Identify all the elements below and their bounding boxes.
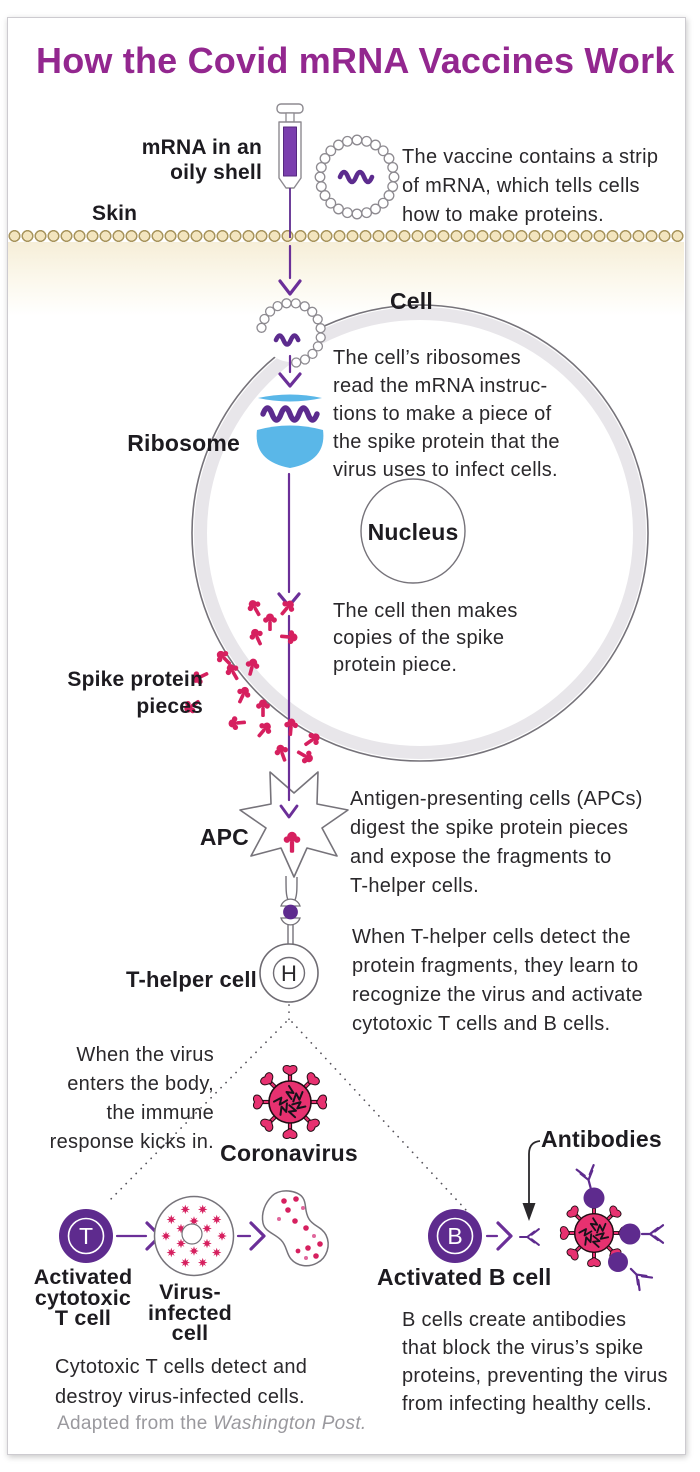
skin-gradient-band [8, 242, 684, 316]
label-activated-cytotoxic-t-cell: Activated cytotoxic T cell [33, 1265, 133, 1330]
svg-text:B: B [447, 1223, 462, 1249]
virus-blocked-by-antibodies [559, 1163, 665, 1292]
label-t-helper-cell: T-helper cell [126, 967, 257, 992]
para-apc-digest: Antigen-presenting cells (APCs) digest t… [350, 788, 643, 897]
para-t-helper-detect: When T-helper cells detect the protein f… [352, 926, 643, 1035]
label-nucleus: Nucleus [367, 519, 459, 545]
para-ribosome-read: The cell’s ribosomes read the mRNA instr… [333, 347, 560, 481]
nucleus-circle [360, 478, 466, 584]
label-cell: Cell [390, 288, 433, 314]
page-title: How the Covid mRNA Vaccines Work [36, 40, 675, 81]
antibodies-pointer-arrow [522, 1140, 541, 1221]
antigen-fragment-receptor [280, 898, 301, 944]
source-note-prefix: Adapted from the [57, 1413, 214, 1434]
label-apc: APC [199, 824, 249, 850]
source-note: Adapted from the Washington Post. [57, 1413, 367, 1435]
svg-text:H: H [281, 961, 297, 986]
dotted-connector-right [291, 1021, 467, 1211]
para-b-cells: B cells create antibodies that block the… [402, 1309, 668, 1415]
t-helper-cell-circle: H [259, 943, 319, 1003]
ribosome-shape [256, 394, 324, 468]
label-spike-protein-pieces: Spike protein pieces [67, 668, 203, 718]
destroyed-cell-blob [261, 1190, 329, 1267]
para-virus-enters: When the virus enters the body, the immu… [49, 1044, 214, 1153]
flow-arrows [277, 244, 302, 819]
dotted-connectors [107, 1004, 467, 1211]
apc-star [239, 771, 349, 901]
label-ribosome: Ribosome [127, 430, 240, 456]
free-antibody-icon [519, 1228, 540, 1246]
para-copies: The cell then makes copies of the spike … [333, 600, 518, 676]
b-cell-arrow [485, 1221, 513, 1251]
syringe [276, 103, 304, 238]
label-activated-b-cell: Activated B cell [377, 1264, 552, 1290]
activated-t-cell-circle: T [59, 1209, 113, 1263]
label-virus-infected-cell: Virus- infected cell [147, 1280, 233, 1345]
label-mrna-oily-shell: mRNA in an oily shell [141, 136, 262, 184]
label-coronavirus: Coronavirus [220, 1140, 358, 1166]
mrna-vesicle-in-cell [256, 298, 326, 368]
label-antibodies: Antibodies [541, 1126, 662, 1152]
label-skin: Skin [92, 202, 138, 225]
virus-infected-cell-circle [153, 1195, 235, 1277]
coronavirus-illustration [252, 1064, 328, 1140]
para-cytotoxic: Cytotoxic T cells detect and destroy vir… [55, 1356, 308, 1408]
source-note-publication: Washington Post. [213, 1413, 367, 1434]
mrna-oily-shell-vesicle [314, 134, 400, 220]
skin-cell-row [8, 229, 684, 243]
activated-b-cell-circle: B [428, 1209, 482, 1263]
dotted-connector-left [107, 1021, 287, 1203]
svg-text:T: T [79, 1223, 93, 1249]
para-vaccine: The vaccine contains a strip of mRNA, wh… [402, 146, 659, 226]
